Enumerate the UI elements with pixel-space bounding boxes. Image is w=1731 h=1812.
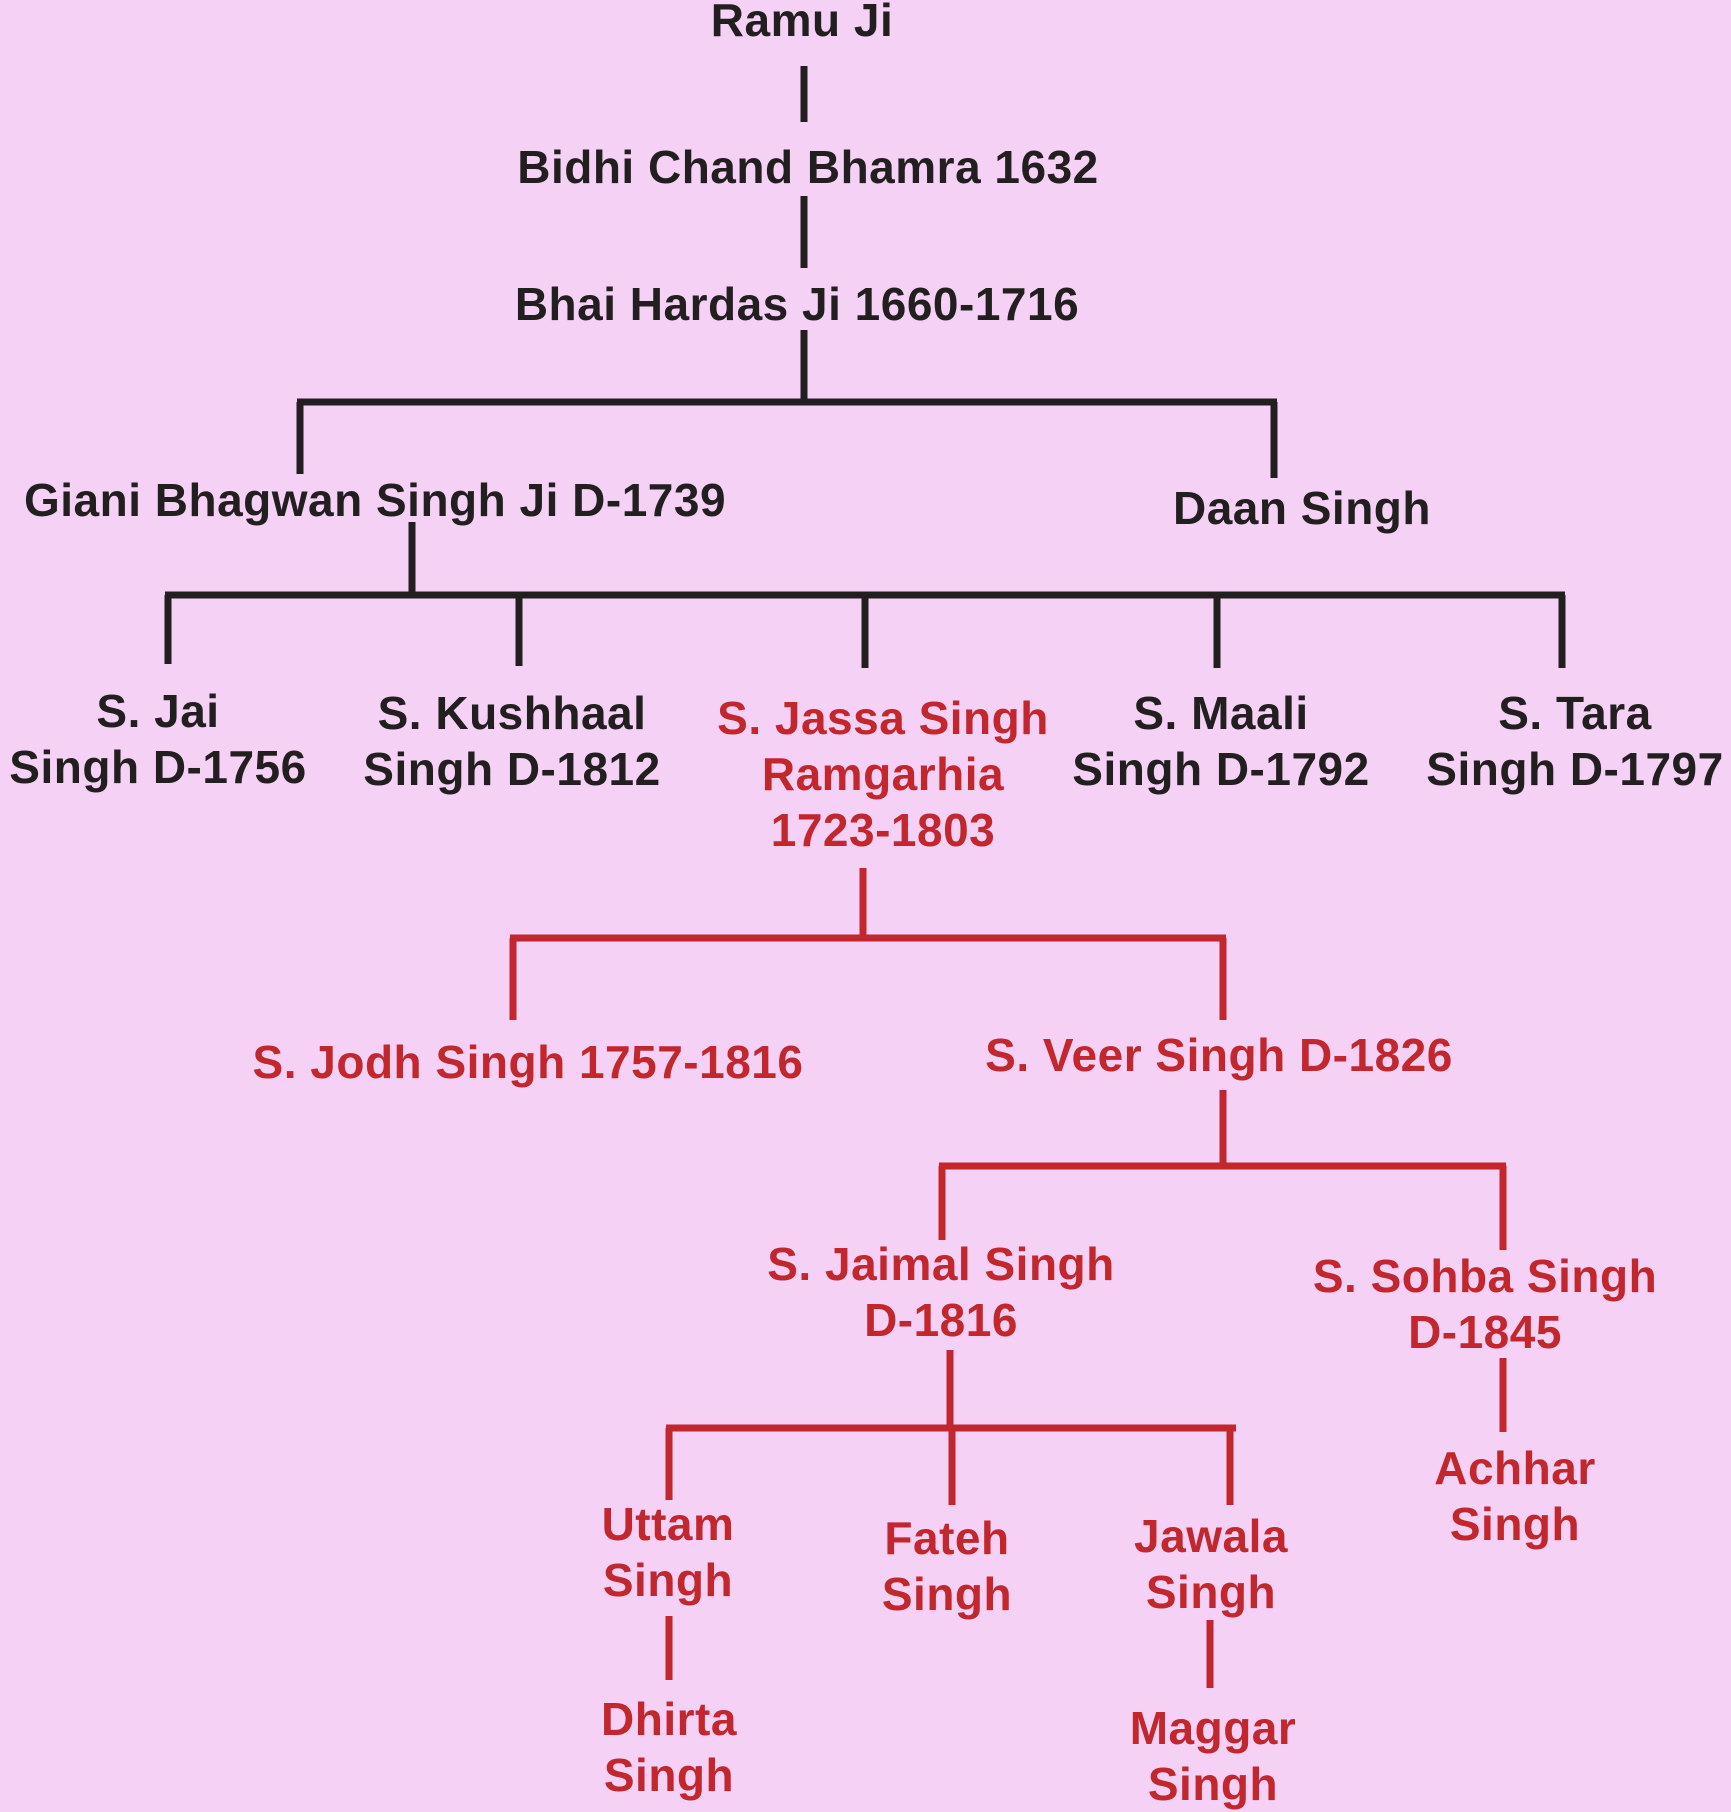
name-line: Achhar: [1434, 1442, 1596, 1494]
name-line: 1723-1803: [770, 804, 996, 856]
person-maggar-singh: Maggar Singh: [1130, 1700, 1297, 1812]
person-jodh-singh: S. Jodh Singh 1757-1816: [253, 1034, 804, 1090]
person-tara-singh: S. Tara Singh D-1797: [1426, 685, 1723, 797]
name-line: Jawala: [1134, 1510, 1288, 1562]
name-line: Singh: [1145, 1566, 1277, 1618]
person-veer-singh: S. Veer Singh D-1826: [985, 1027, 1453, 1083]
person-name: Ramu Ji: [710, 0, 894, 46]
name-line: Singh: [881, 1568, 1013, 1620]
person-maali-singh: S. Maali Singh D-1792: [1072, 685, 1369, 797]
person-dhirta-singh: Dhirta Singh: [601, 1691, 737, 1803]
person-jaimal-singh: S. Jaimal Singh D-1816: [767, 1236, 1115, 1348]
name-line: S. Sohba Singh: [1312, 1250, 1658, 1302]
person-fateh-singh: Fateh Singh: [882, 1510, 1012, 1622]
person-jassa-singh-ramgarhia: S. Jassa Singh Ramgarhia 1723-1803: [717, 690, 1049, 858]
person-bhai-hardas-ji: Bhai Hardas Ji 1660-1716: [515, 276, 1079, 332]
name-line: Uttam: [601, 1498, 735, 1550]
name-line: D-1816: [864, 1294, 1018, 1346]
person-jawala-singh: Jawala Singh: [1134, 1508, 1288, 1620]
name-line: S. Jassa Singh: [717, 692, 1049, 744]
person-sohba-singh: S. Sohba Singh D-1845: [1313, 1248, 1657, 1360]
name-line: Dhirta: [601, 1693, 737, 1745]
name-line: Singh: [603, 1749, 735, 1801]
person-uttam-singh: Uttam Singh: [602, 1496, 735, 1608]
person-name: Giani Bhagwan Singh Ji D-1739: [23, 474, 727, 526]
person-name: Bhai Hardas Ji 1660-1716: [514, 278, 1080, 330]
name-line: Singh: [602, 1554, 734, 1606]
person-name: S. Jodh Singh 1757-1816: [252, 1036, 804, 1088]
name-line: D-1845: [1408, 1306, 1562, 1358]
person-daan-singh: Daan Singh: [1173, 480, 1431, 536]
name-line: Singh: [1147, 1758, 1279, 1810]
person-kushhaal-singh: S. Kushhaal Singh D-1812: [363, 685, 660, 797]
name-line: S. Jaimal Singh: [767, 1238, 1115, 1290]
name-line: S. Tara: [1498, 687, 1652, 739]
person-achhar-singh: Achhar Singh: [1434, 1440, 1595, 1552]
name-line: Singh D-1812: [363, 743, 661, 795]
name-line: Fateh: [884, 1512, 1010, 1564]
name-line: Singh D-1797: [1426, 743, 1724, 795]
name-line: Ramgarhia: [761, 748, 1005, 800]
person-name: S. Veer Singh D-1826: [985, 1029, 1453, 1081]
name-line: Singh D-1756: [9, 741, 307, 793]
person-name: Bidhi Chand Bhamra 1632: [517, 141, 1099, 193]
name-line: Maggar: [1129, 1702, 1297, 1754]
person-name: Daan Singh: [1172, 482, 1432, 534]
name-line: Singh: [1449, 1498, 1581, 1550]
person-ramu-ji: Ramu Ji: [711, 0, 893, 48]
name-line: S. Kushhaal: [377, 687, 647, 739]
person-giani-bhagwan-singh: Giani Bhagwan Singh Ji D-1739: [24, 472, 726, 528]
person-bidhi-chand-bhamra: Bidhi Chand Bhamra 1632: [517, 139, 1099, 195]
name-line: Singh D-1792: [1072, 743, 1370, 795]
name-line: S. Jai: [96, 685, 220, 737]
person-jai-singh: S. Jai Singh D-1756: [9, 683, 306, 795]
name-line: S. Maali: [1133, 687, 1309, 739]
